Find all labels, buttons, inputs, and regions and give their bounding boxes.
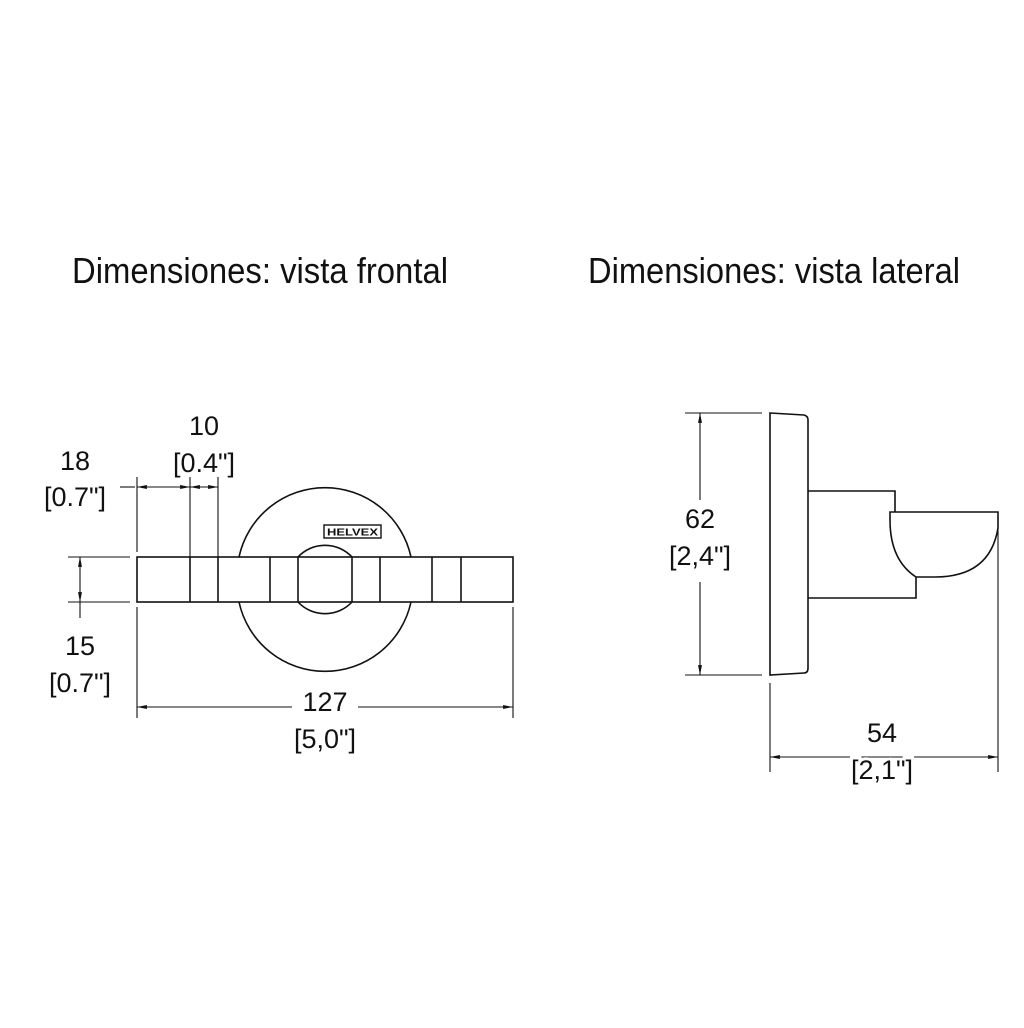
side-view-drawing [769, 412, 999, 676]
dim-127-value: 127 [302, 687, 347, 717]
hook-cap [889, 511, 999, 578]
hub-top-arc [297, 544, 353, 558]
brand-badge-text: HELVEX [327, 528, 378, 539]
dim-18-imperial: [0.7"] [44, 482, 106, 512]
front-dimension-lines [68, 477, 514, 718]
side-dimension-lines [685, 412, 999, 772]
dim-10-imperial: [0.4"] [173, 448, 235, 478]
side-view-title: Dimensiones: vista lateral [588, 250, 960, 291]
dim-62-imperial: [2,4"] [669, 541, 731, 571]
arm-top [808, 490, 896, 512]
hub-bottom-arc [297, 601, 353, 615]
rosette-bottom-arc [238, 601, 412, 673]
dim-127-imperial: [5,0"] [294, 724, 356, 754]
dim-15-value: 15 [65, 631, 95, 661]
bar-segments [189, 557, 462, 602]
wall-plate [769, 412, 809, 676]
front-view-drawing: HELVEX [136, 486, 514, 673]
dim-10-value: 10 [189, 411, 219, 441]
dim-62-value: 62 [685, 504, 715, 534]
arm-bottom [808, 577, 917, 599]
dim-15-imperial: [0.7"] [49, 668, 111, 698]
front-view-title: Dimensiones: vista frontal [72, 250, 448, 291]
dim-54-value: 54 [867, 718, 897, 748]
rosette-top-arc [238, 486, 412, 558]
brand-badge: HELVEX [323, 524, 382, 539]
dim-18-value: 18 [60, 446, 90, 476]
bar-body [136, 556, 514, 603]
dim-54-imperial: [2,1"] [851, 755, 913, 785]
